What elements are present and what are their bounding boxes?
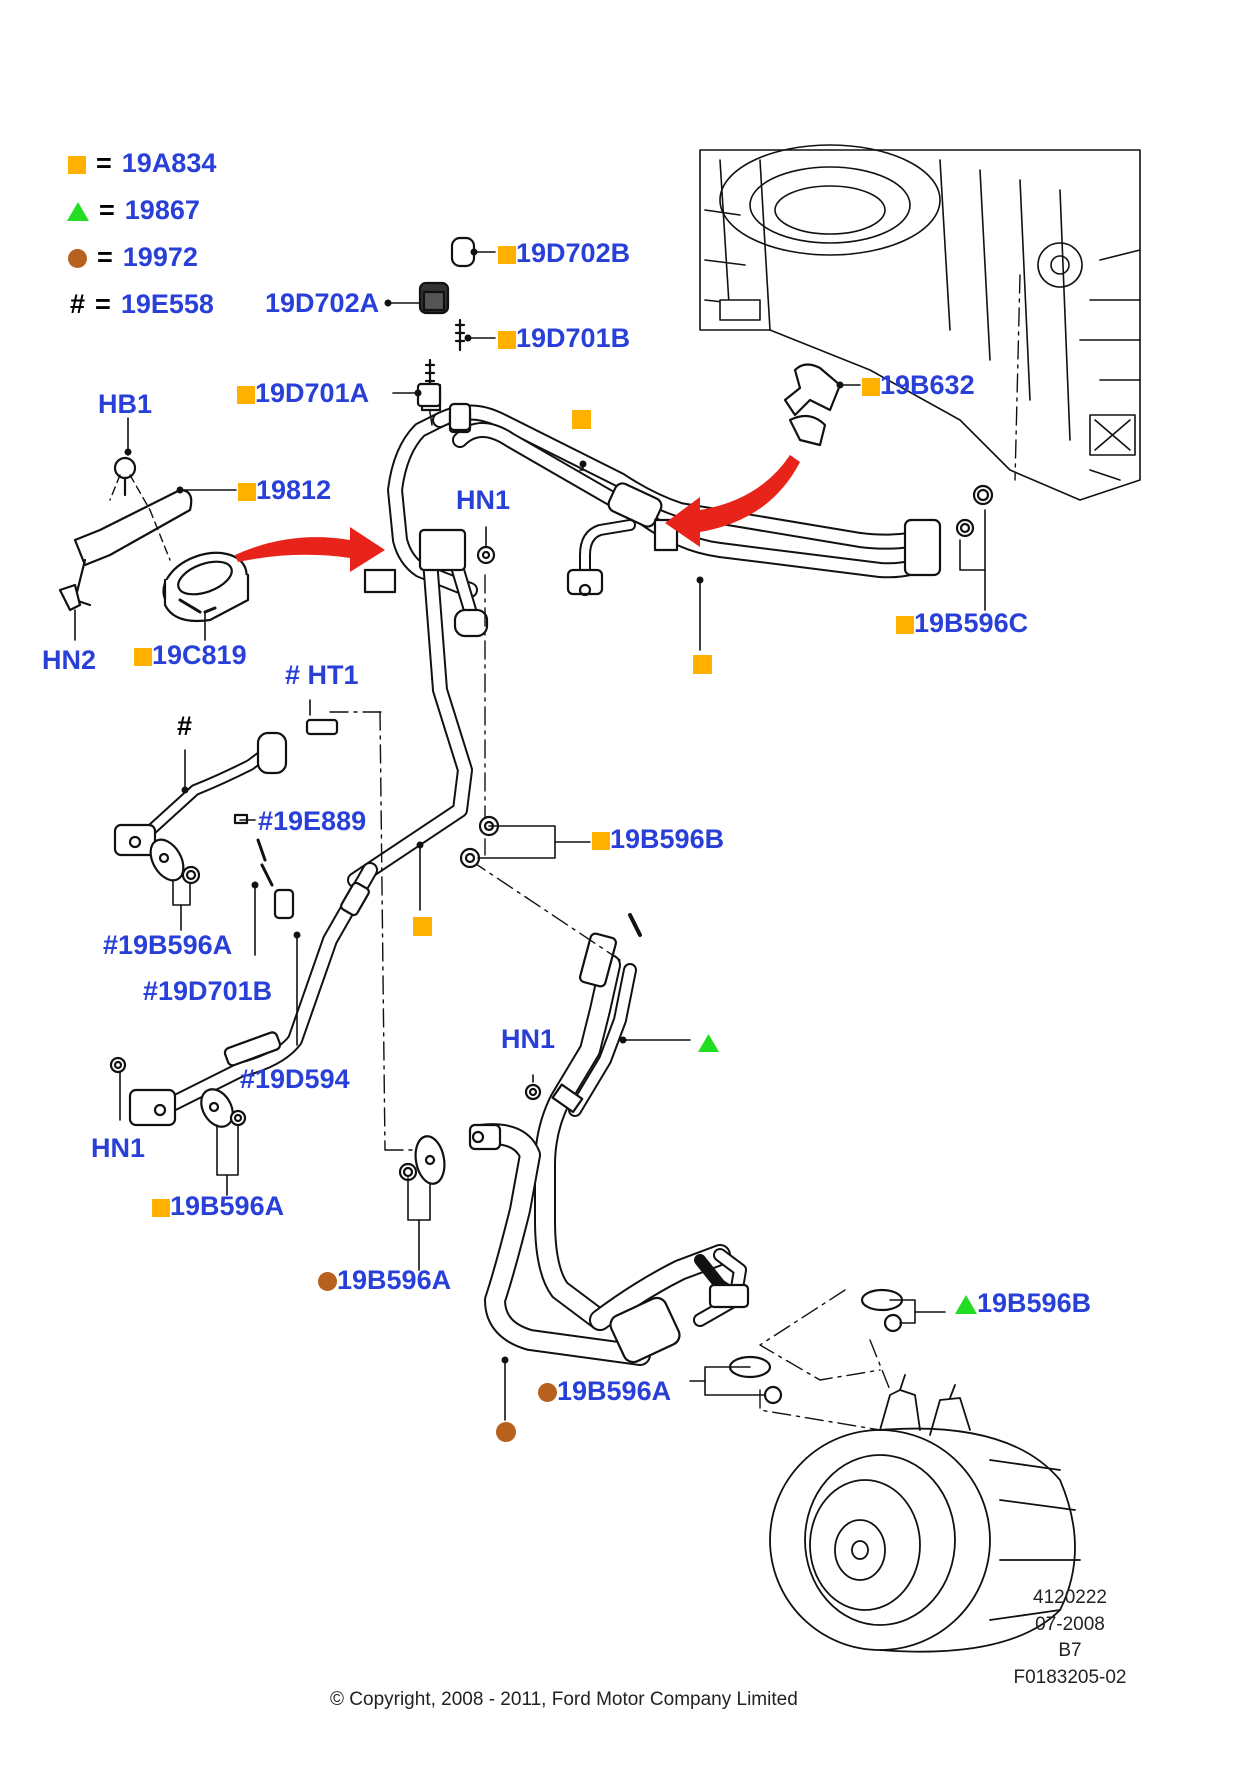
label-hn1-left: HN1 (91, 1133, 146, 1163)
label-hn2: HN2 (42, 645, 97, 675)
label-19e889: #19E889 (258, 806, 367, 836)
label-19d701a: 19D701A (237, 380, 369, 407)
label-hb1: HB1 (98, 389, 153, 419)
leader-dots (124, 248, 844, 1364)
hash-tube-assembly (113, 718, 339, 920)
copyright-notice: © Copyright, 2008 - 2011, Ford Motor Com… (330, 1689, 798, 1710)
label-hn1-mid: HN1 (501, 1024, 556, 1054)
label-19b596a-hash: #19B596A (103, 930, 233, 960)
orange-square-icon (238, 482, 256, 501)
label-19c819: 19C819 (134, 642, 247, 669)
label-19b596b-mid: 19B596B (592, 826, 724, 853)
suction-line-assembly (468, 913, 750, 1366)
orange-square-icon (896, 615, 914, 634)
hash-symbol: # (70, 289, 86, 319)
upper-line-assembly (387, 383, 942, 598)
orange-square-icon (592, 831, 610, 850)
label-19d702a: 19D702A (265, 288, 380, 318)
green-triangle-icon (67, 202, 89, 222)
legend-hash-code: 19E558 (120, 289, 214, 319)
label-19d701b-top: 19D701B (498, 325, 630, 352)
figure-date: 07-2008 (1035, 1613, 1105, 1635)
orange-square-icon (862, 377, 880, 396)
figure-meta: 4120222 07-2008 B7 F0183205-02 (1000, 1585, 1140, 1691)
legend-triangle: =19867 (67, 197, 200, 224)
compressor (769, 1374, 1081, 1653)
legend-triangle-code: 19867 (124, 195, 200, 225)
label-19d594: #19D594 (240, 1064, 350, 1094)
legend-circle-code: 19972 (122, 242, 198, 272)
label-hn1-top: HN1 (456, 485, 511, 515)
brown-circle-icon (318, 1272, 337, 1292)
label-19b596c: 19B596C (896, 610, 1028, 637)
orange-square-icon (498, 330, 516, 349)
legend-circle: =19972 (68, 244, 198, 271)
hvac-housing (699, 144, 1141, 501)
brown-circle-icon (68, 249, 87, 269)
label-19b632: 19B632 (862, 372, 975, 399)
label-19d702b: 19D702B (498, 240, 630, 267)
leader-lines (74, 251, 986, 1421)
figure-id: F0183205-02 (1013, 1666, 1127, 1688)
orange-square-icon (152, 1198, 170, 1217)
brown-circle-icon (538, 1383, 557, 1403)
liquid-line (347, 528, 489, 888)
label-19b596a-left: 19B596A (152, 1193, 284, 1220)
label-19b596a-comp: 19B596A (538, 1378, 671, 1405)
figure-code: B7 (1058, 1640, 1082, 1662)
red-arrows (235, 455, 800, 572)
orange-square-icon (68, 155, 86, 174)
legend-square-code: 19A834 (121, 148, 217, 178)
orange-square-icon (134, 647, 152, 666)
label-19b596a-low: 19B596A (318, 1267, 451, 1294)
callout-symbols (413, 410, 719, 1442)
figure-number: 4120222 (1033, 1587, 1107, 1608)
label-19d701b-hash: #19D701B (143, 976, 273, 1006)
orange-square-icon (237, 385, 255, 404)
left-line-assembly (128, 862, 378, 1127)
legend-square: =19A834 (68, 150, 216, 177)
label-hash-tube: # (177, 711, 193, 741)
label-19812: 19812 (238, 477, 331, 504)
bracket-and-isolator (58, 456, 250, 623)
green-triangle-icon (955, 1295, 977, 1315)
orange-square-icon (498, 245, 516, 264)
legend-hash: #=19E558 (70, 289, 214, 319)
label-ht1: # HT1 (285, 660, 359, 690)
label-19b596b-right: 19B596B (955, 1290, 1091, 1317)
exploded-lines (329, 574, 891, 1431)
